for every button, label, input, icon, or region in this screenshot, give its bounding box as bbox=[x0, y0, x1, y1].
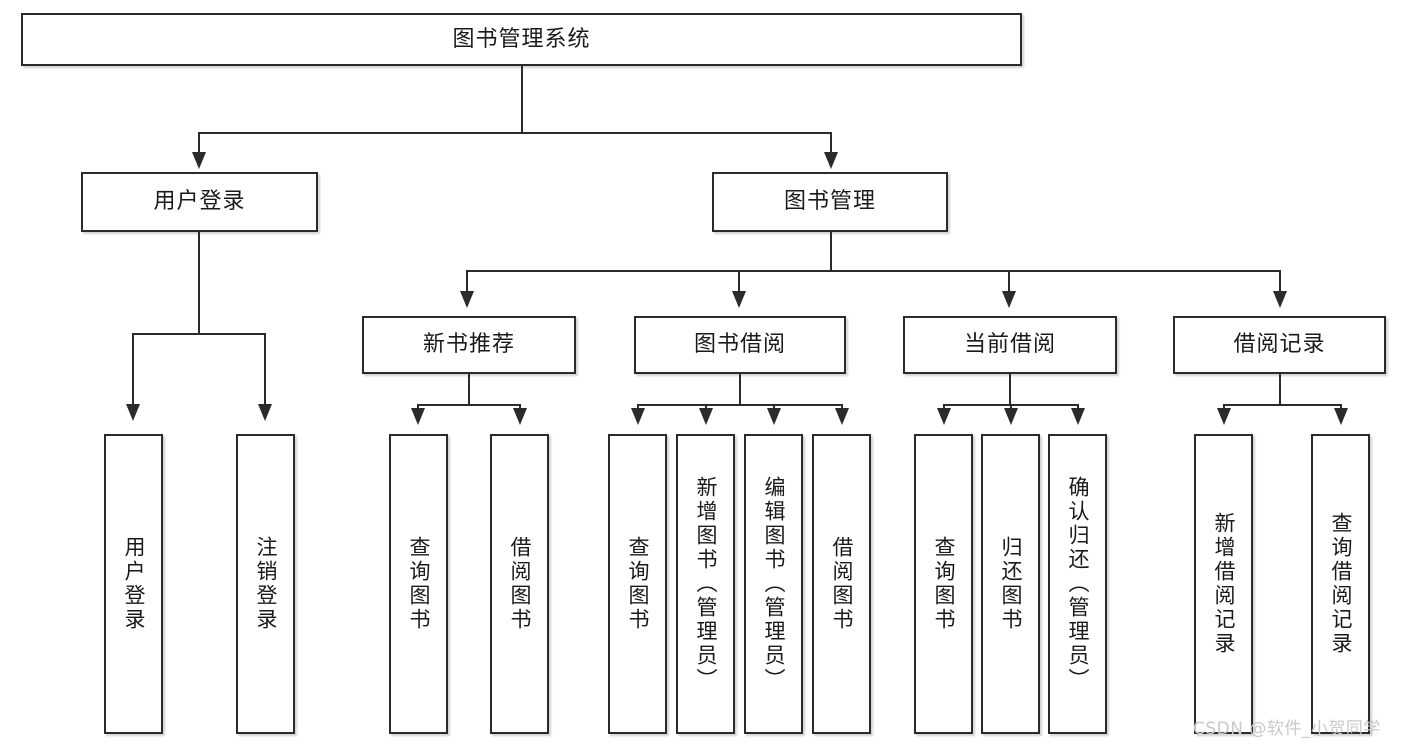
edge-new-book-bus bbox=[417, 404, 521, 406]
edge-book-management-bus bbox=[466, 270, 1280, 272]
edge-user-login-bus bbox=[132, 333, 266, 335]
node-label: 用户登录 bbox=[153, 189, 246, 215]
edge-current-borrow-stem bbox=[1009, 374, 1011, 406]
arrowhead-bm-to-current-borrow bbox=[1002, 291, 1016, 308]
arrowhead-current-borrow-to-leaf-3 bbox=[1071, 408, 1085, 425]
node-label: 图书借阅 bbox=[693, 332, 786, 358]
node-label: 用户登录 bbox=[122, 536, 146, 632]
leaf-return-book[interactable]: 归还图书 bbox=[981, 434, 1040, 734]
arrowhead-bm-to-borrow-record bbox=[1273, 291, 1287, 308]
leaf-user-login[interactable]: 用户登录 bbox=[104, 434, 163, 734]
csdn-watermark: CSDN @软件_小贺同学 bbox=[1193, 719, 1381, 739]
edge-book-borrow-to-leaf-1 bbox=[637, 404, 639, 411]
edge-bm-to-current-borrow bbox=[1008, 270, 1010, 294]
arrowhead-book-borrow-to-leaf-4 bbox=[835, 408, 849, 425]
arrowhead-book-borrow-to-leaf-3 bbox=[767, 408, 781, 425]
arrowhead-bm-to-new-book bbox=[460, 291, 474, 308]
node-user-login[interactable]: 用户登录 bbox=[81, 172, 318, 232]
leaf-add-book-admin[interactable]: 新增图书（管理员） bbox=[676, 434, 735, 734]
arrowhead-root-to-book-management bbox=[824, 152, 838, 169]
node-label: 借阅记录 bbox=[1233, 332, 1326, 358]
leaf-borrow-book[interactable]: 借阅图书 bbox=[812, 434, 871, 734]
node-label: 图书管理 bbox=[783, 189, 876, 215]
node-book-management[interactable]: 图书管理 bbox=[712, 172, 948, 232]
node-new-book-recommend[interactable]: 新书推荐 bbox=[362, 316, 576, 374]
edge-bm-to-book-borrow bbox=[738, 270, 740, 294]
node-label: 编辑图书（管理员） bbox=[762, 476, 786, 692]
node-label: 当前借阅 bbox=[963, 332, 1056, 358]
node-label: 查询图书 bbox=[932, 536, 956, 632]
edge-borrow-record-to-leaf-1 bbox=[1223, 404, 1225, 411]
leaf-query-book-recommend[interactable]: 查询图书 bbox=[389, 434, 448, 734]
edge-current-borrow-to-leaf-3 bbox=[1077, 404, 1079, 411]
leaf-query-book-current[interactable]: 查询图书 bbox=[914, 434, 973, 734]
edge-new-book-to-leaf-2 bbox=[519, 404, 521, 411]
edge-root-to-book-management bbox=[830, 132, 832, 156]
node-book-borrow[interactable]: 图书借阅 bbox=[634, 316, 846, 374]
leaf-edit-book-admin[interactable]: 编辑图书（管理员） bbox=[744, 434, 803, 734]
edge-user-login-to-leaf-2 bbox=[264, 333, 266, 407]
edge-root-stem bbox=[521, 66, 523, 133]
edge-borrow-record-to-leaf-2 bbox=[1340, 404, 1342, 411]
arrowhead-user-login-to-leaf-1 bbox=[126, 404, 140, 421]
edge-book-borrow-bus bbox=[637, 404, 843, 406]
leaf-confirm-return-admin[interactable]: 确认归还（管理员） bbox=[1048, 434, 1107, 734]
leaf-add-borrow-record[interactable]: 新增借阅记录 bbox=[1194, 434, 1253, 734]
node-label: 查询图书 bbox=[407, 536, 431, 632]
node-label: 借阅图书 bbox=[508, 536, 532, 632]
node-label: 注销登录 bbox=[254, 536, 278, 632]
leaf-borrow-book-recommend[interactable]: 借阅图书 bbox=[490, 434, 549, 734]
node-label: 归还图书 bbox=[999, 536, 1023, 632]
leaf-logout[interactable]: 注销登录 bbox=[236, 434, 295, 734]
edge-book-management-stem bbox=[830, 232, 832, 272]
node-label: 查询图书 bbox=[626, 536, 650, 632]
arrowhead-new-book-to-leaf-2 bbox=[513, 408, 527, 425]
arrowhead-borrow-record-to-leaf-1 bbox=[1217, 408, 1231, 425]
arrowhead-book-borrow-to-leaf-2 bbox=[699, 408, 713, 425]
edge-borrow-record-stem bbox=[1279, 374, 1281, 406]
edge-borrow-record-bus bbox=[1223, 404, 1342, 406]
node-borrow-record[interactable]: 借阅记录 bbox=[1173, 316, 1386, 374]
node-label: 新增图书（管理员） bbox=[694, 476, 718, 692]
edge-bm-to-new-book bbox=[466, 270, 468, 294]
edge-book-borrow-to-leaf-4 bbox=[841, 404, 843, 411]
edge-bm-to-borrow-record bbox=[1279, 270, 1281, 294]
node-label: 借阅图书 bbox=[830, 536, 854, 632]
arrowhead-bm-to-book-borrow bbox=[732, 291, 746, 308]
edge-user-login-to-leaf-1 bbox=[132, 333, 134, 407]
arrowhead-borrow-record-to-leaf-2 bbox=[1334, 408, 1348, 425]
edge-book-borrow-stem bbox=[739, 374, 741, 406]
edge-new-book-to-leaf-1 bbox=[417, 404, 419, 411]
edge-current-borrow-to-leaf-2 bbox=[1010, 404, 1012, 411]
node-label: 新书推荐 bbox=[422, 332, 515, 358]
edge-root-to-user-login bbox=[198, 132, 200, 156]
leaf-query-book-borrow[interactable]: 查询图书 bbox=[608, 434, 667, 734]
edge-current-borrow-to-leaf-1 bbox=[943, 404, 945, 411]
node-current-borrow[interactable]: 当前借阅 bbox=[903, 316, 1117, 374]
node-label: 图书管理系统 bbox=[452, 26, 591, 52]
edge-new-book-stem bbox=[468, 374, 470, 406]
arrowhead-new-book-to-leaf-1 bbox=[411, 408, 425, 425]
edge-book-borrow-to-leaf-2 bbox=[705, 404, 707, 411]
node-label: 查询借阅记录 bbox=[1329, 512, 1353, 656]
arrowhead-user-login-to-leaf-2 bbox=[258, 404, 272, 421]
node-label: 新增借阅记录 bbox=[1212, 512, 1236, 656]
edge-user-login-stem bbox=[198, 232, 200, 334]
leaf-query-borrow-record[interactable]: 查询借阅记录 bbox=[1311, 434, 1370, 734]
edge-book-borrow-to-leaf-3 bbox=[773, 404, 775, 411]
arrowhead-book-borrow-to-leaf-1 bbox=[631, 408, 645, 425]
arrowhead-root-to-user-login bbox=[192, 152, 206, 169]
node-label: 确认归还（管理员） bbox=[1066, 476, 1090, 692]
edge-root-bus bbox=[198, 132, 832, 134]
node-root-book-management-system[interactable]: 图书管理系统 bbox=[21, 13, 1022, 66]
arrowhead-current-borrow-to-leaf-2 bbox=[1004, 408, 1018, 425]
arrowhead-current-borrow-to-leaf-1 bbox=[937, 408, 951, 425]
